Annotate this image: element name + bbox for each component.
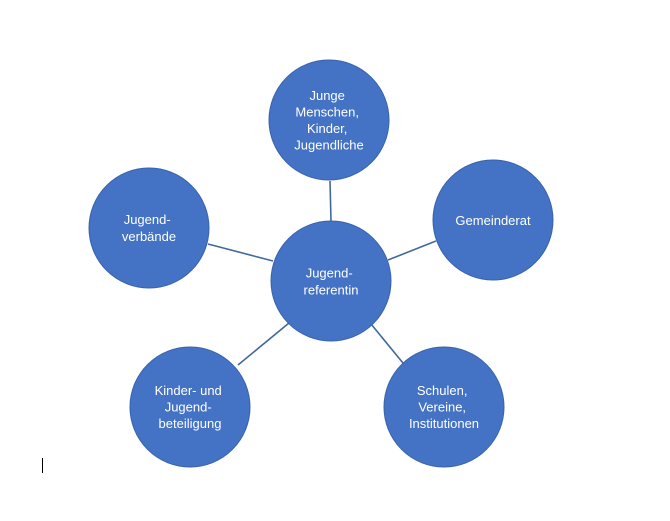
node-junge-menschen: Junge Menschen, Kinder, Jugendliche: [268, 59, 390, 181]
node-label-line: Menschen,: [295, 105, 359, 120]
connector-schulen: [370, 323, 404, 364]
node-circle-beteiligung: [129, 346, 251, 468]
node-circle-junge-menschen: [268, 59, 390, 181]
node-label-gemeinderat: Gemeinderat: [455, 213, 531, 228]
node-label-line: Kinder- und: [155, 383, 222, 398]
node-jugendreferentin: Jugend- referentin: [270, 220, 392, 342]
node-label-junge-menschen: Junge Menschen, Kinder, Jugendliche: [294, 88, 363, 153]
node-label-line: referentin: [304, 283, 359, 298]
node-label-line: Gemeinderat: [455, 213, 531, 228]
node-label-line: Jugend-: [165, 400, 212, 415]
node-verbaende: Jugend- verbände: [88, 167, 210, 289]
connector-verbaende: [207, 243, 274, 262]
node-beteiligung: Kinder- und Jugend- beteiligung: [129, 346, 251, 468]
node-circle-schulen: [383, 346, 505, 468]
node-label-verbaende: Jugend- verbände: [122, 212, 176, 244]
node-label-line: Jugend-: [124, 212, 171, 227]
node-gemeinderat: Gemeinderat: [432, 159, 554, 281]
node-label-line: Jugendliche: [294, 138, 363, 153]
node-circle-gemeinderat: [432, 159, 554, 281]
connector-junge-menschen: [329, 180, 332, 222]
node-circle-center: [270, 220, 392, 342]
node-label-line: Kinder,: [307, 121, 347, 136]
connector-gemeinderat: [387, 240, 437, 261]
node-label-line: Jugend-: [306, 266, 353, 281]
text-cursor: [42, 458, 43, 473]
connectors: [207, 180, 437, 366]
node-label-line: Junge: [309, 88, 344, 103]
node-label-line: Schulen,: [417, 383, 468, 398]
node-schulen: Schulen, Vereine, Institutionen: [383, 346, 505, 468]
node-label-line: Vereine,: [418, 400, 466, 415]
node-circle-verbaende: [88, 167, 210, 289]
node-label-line: beteiligung: [159, 416, 222, 431]
node-label-line: verbände: [122, 229, 176, 244]
connector-beteiligung: [237, 322, 290, 366]
node-label-beteiligung: Kinder- und Jugend- beteiligung: [155, 383, 226, 431]
node-label-schulen: Schulen, Vereine, Institutionen: [409, 383, 479, 431]
node-label-center: Jugend- referentin: [304, 266, 359, 298]
node-label-line: Institutionen: [409, 416, 479, 431]
